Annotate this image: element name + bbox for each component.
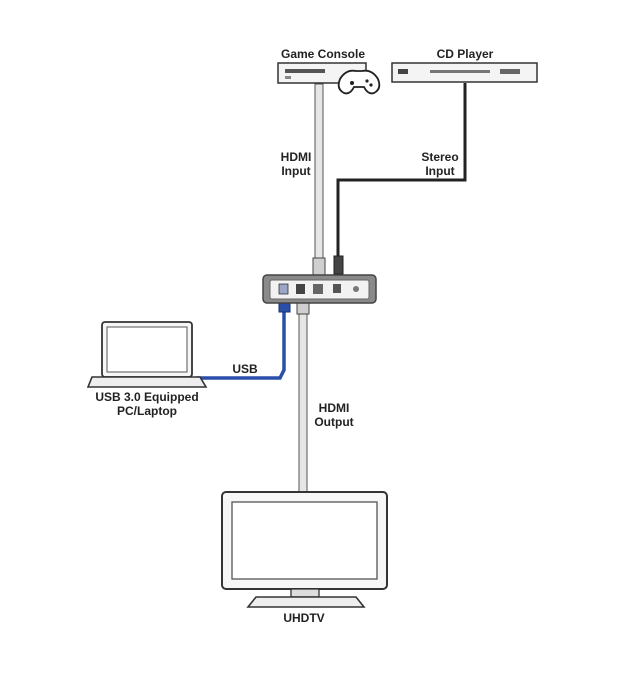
stereo-input-label: Stereo Input — [414, 150, 466, 178]
extender-device-icon — [262, 274, 377, 304]
hdmi-output-label-line1: HDMI — [318, 401, 350, 415]
usb-cable-label: USB — [232, 362, 258, 376]
hdmi-input-label: HDMI Input — [274, 150, 318, 178]
hdmi-output-label: HDMI Output — [308, 401, 360, 429]
stereo-input-label-line2: Input — [425, 164, 455, 178]
hdmi-input-cable — [312, 83, 326, 277]
cd-player-label: CD Player — [436, 47, 494, 61]
tv-icon — [221, 491, 388, 608]
laptop-label-line1: USB 3.0 Equipped — [95, 390, 199, 404]
hdmi-output-label-line2: Output — [314, 415, 354, 429]
laptop-icon — [86, 321, 208, 388]
uhdtv-label: UHDTV — [283, 611, 325, 625]
hdmi-input-label-line2: Input — [281, 164, 311, 178]
stereo-input-label-line1: Stereo — [421, 150, 459, 164]
game-console-label: Game Console — [280, 47, 366, 61]
laptop-label-line2: PC/Laptop — [117, 404, 177, 418]
hdmi-input-label-line1: HDMI — [280, 150, 312, 164]
laptop-label: USB 3.0 Equipped PC/Laptop — [88, 390, 206, 418]
cd-player-icon — [391, 62, 538, 83]
game-console-icon — [277, 62, 381, 95]
stereo-input-cable — [333, 83, 467, 275]
